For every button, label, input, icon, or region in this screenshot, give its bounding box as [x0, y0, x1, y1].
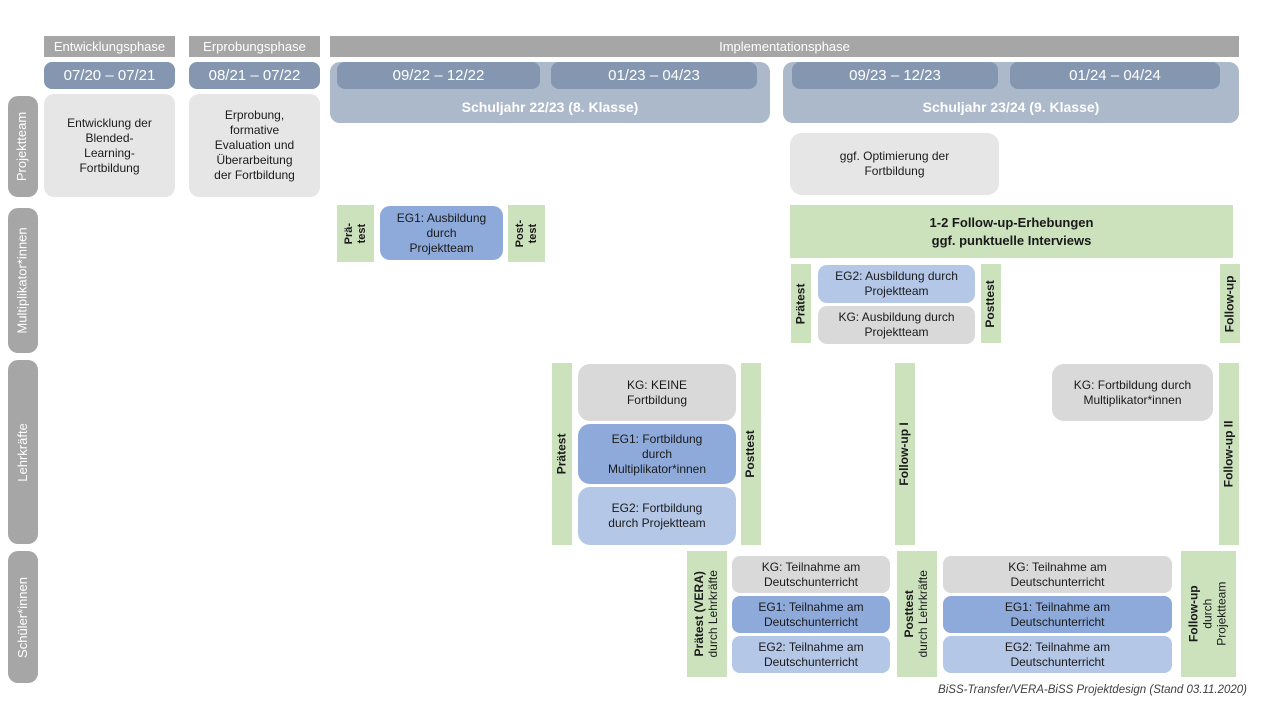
box-text: KG: Fortbildung durch Multiplikator*inne…	[1073, 377, 1192, 407]
period-bar-0124-0424: 01/24 – 04/24	[1010, 62, 1220, 89]
period-label: 08/21 – 07/22	[208, 67, 301, 84]
bar-praetest-multiplikatoren-1: Prä- test	[337, 205, 374, 262]
sidebar-row-lehrkraefte: Lehrkräfte	[8, 360, 38, 544]
box-text: KG: KEINE Fortbildung	[626, 377, 688, 407]
period-label: 01/23 – 04/23	[608, 67, 700, 84]
box-optimierung-fortbildung: ggf. Optimierung der Fortbildung	[790, 133, 999, 195]
box-kg-teilnahme-2: KG: Teilnahme am Deutschunterricht	[943, 556, 1172, 593]
box-kg-fortbildung-multiplikatoren: KG: Fortbildung durch Multiplikator*inne…	[1052, 364, 1213, 421]
box-eg2-fortbildung-projektteam: EG2: Fortbildung durch Projektteam	[578, 487, 736, 545]
box-eg2-ausbildung-projektteam: EG2: Ausbildung durch Projektteam	[818, 265, 975, 303]
box-text: KG: Teilnahme am Deutschunterricht	[761, 559, 861, 589]
period-bar-0821-0722: 08/21 – 07/22	[189, 62, 320, 89]
box-text: EG2: Teilnahme am Deutschunterricht	[758, 639, 864, 669]
period-label: 07/20 – 07/21	[63, 67, 156, 84]
box-text: KG: Teilnahme am Deutschunterricht	[1008, 559, 1107, 589]
bar-followup-schueler: Follow-up durch Projektteam	[1181, 551, 1236, 677]
box-text: EG1: Ausbildung durch Projektteam	[396, 210, 487, 255]
bar-posttest-schueler: Posttest durch Lehrkräfte	[897, 551, 937, 677]
box-kg-keine-fortbildung: KG: KEINE Fortbildung	[578, 364, 736, 421]
box-eg1-teilnahme-1: EG1: Teilnahme am Deutschunterricht	[732, 596, 890, 633]
schoolyear-label-23-24: Schuljahr 23/24 (9. Klasse)	[922, 99, 1100, 115]
bar-label: Follow-up durch Projektteam	[1186, 581, 1229, 647]
bar-label: Follow-up	[1222, 275, 1237, 332]
box-text: KG: Ausbildung durch Projektteam	[838, 310, 955, 339]
box-eg1-fortbildung-multiplikatoren: EG1: Fortbildung durch Multiplikator*inn…	[578, 424, 736, 484]
box-text: EG2: Fortbildung durch Projektteam	[608, 501, 706, 530]
sidebar-label-projektteam: Projektteam	[14, 111, 30, 182]
box-text: 1-2 Follow-up-Erhebungen ggf. punktuelle…	[929, 214, 1094, 248]
bar-posttest-multiplikatoren-2: Posttest	[981, 264, 1001, 343]
bar-label: Follow-up II	[1221, 420, 1236, 488]
bar-label: Prä- test	[342, 222, 368, 245]
phase-label-erprobung: Erprobungsphase	[203, 39, 306, 54]
bar-label: Posttest	[983, 279, 998, 328]
sidebar-row-schueler: Schüler*innen	[8, 551, 38, 683]
box-eg1-ausbildung-projektteam: EG1: Ausbildung durch Projektteam	[380, 206, 503, 260]
box-text: ggf. Optimierung der Fortbildung	[839, 149, 950, 178]
bar-label: Posttest durch Lehrkräfte	[902, 570, 931, 658]
box-eg2-teilnahme-1: EG2: Teilnahme am Deutschunterricht	[732, 636, 890, 673]
sidebar-label-lehrkraefte: Lehrkräfte	[14, 422, 30, 482]
bar-followup1-lehrkraefte: Follow-up I	[895, 363, 915, 545]
phase-bar-entwicklung: Entwicklungsphase	[44, 36, 175, 57]
box-text: Erprobung, formative Evaluation und Über…	[214, 108, 295, 182]
bar-posttest-lehrkraefte: Posttest	[741, 363, 761, 545]
sidebar-row-multiplikatoren: Multiplikator*innen	[8, 208, 38, 353]
bar-label: Follow-up I	[897, 422, 912, 486]
box-kg-ausbildung-projektteam: KG: Ausbildung durch Projektteam	[818, 306, 975, 344]
box-eg1-teilnahme-2: EG1: Teilnahme am Deutschunterricht	[943, 596, 1172, 633]
period-bar-0123-0423: 01/23 – 04/23	[551, 62, 757, 89]
sidebar-label-schueler: Schüler*innen	[14, 576, 30, 658]
phase-label-implementation: Implementationsphase	[719, 39, 850, 54]
box-entwicklung-fortbildung: Entwicklung der Blended- Learning- Fortb…	[44, 94, 175, 197]
period-bar-0720-0721: 07/20 – 07/21	[44, 62, 175, 89]
box-text: EG1: Teilnahme am Deutschunterricht	[758, 599, 864, 629]
bar-label: Prätest	[554, 433, 569, 475]
box-text: EG1: Teilnahme am Deutschunterricht	[1004, 599, 1111, 629]
bar-label: Posttest	[743, 430, 758, 478]
box-eg2-teilnahme-2: EG2: Teilnahme am Deutschunterricht	[943, 636, 1172, 673]
phase-bar-implementation: Implementationsphase	[330, 36, 1239, 57]
bar-followup-multiplikatoren: Follow-up	[1220, 264, 1240, 343]
bar-posttest-multiplikatoren-1: Post- test	[508, 205, 545, 262]
footer-caption: BiSS-Transfer/VERA-BiSS Projektdesign (S…	[938, 684, 1247, 696]
period-label: 09/22 – 12/22	[392, 67, 485, 84]
bar-praetest-lehrkraefte: Prätest	[552, 363, 572, 545]
box-text: Entwicklung der Blended- Learning- Fortb…	[67, 115, 152, 175]
sidebar-row-projektteam: Projektteam	[8, 96, 38, 197]
period-bar-0923-1223: 09/23 – 12/23	[792, 62, 998, 89]
period-label: 01/24 – 04/24	[1069, 67, 1161, 84]
phase-label-entwicklung: Entwicklungsphase	[53, 39, 166, 54]
box-erprobung-evaluation: Erprobung, formative Evaluation und Über…	[189, 94, 320, 197]
schoolyear-label-22-23: Schuljahr 22/23 (8. Klasse)	[461, 99, 639, 115]
bar-label: Prätest	[793, 283, 808, 324]
bar-praetest-multiplikatoren-2: Prätest	[791, 264, 811, 343]
period-bar-0922-1222: 09/22 – 12/22	[337, 62, 540, 89]
bar-followup2-lehrkraefte: Follow-up II	[1219, 363, 1239, 545]
box-kg-teilnahme-1: KG: Teilnahme am Deutschunterricht	[732, 556, 890, 593]
bar-praetest-vera-schueler: Prätest (VERA) durch Lehrkräfte	[687, 551, 727, 677]
box-text: EG2: Teilnahme am Deutschunterricht	[1004, 639, 1111, 669]
bar-label: Post- test	[513, 219, 539, 248]
sidebar-label-multiplikatoren: Multiplikator*innen	[14, 227, 30, 334]
box-text: EG2: Ausbildung durch Projektteam	[835, 269, 958, 298]
phase-bar-erprobung: Erprobungsphase	[189, 36, 320, 57]
box-followup-erhebungen-info: 1-2 Follow-up-Erhebungen ggf. punktuelle…	[790, 205, 1233, 258]
box-text: EG1: Fortbildung durch Multiplikator*inn…	[607, 431, 707, 476]
period-label: 09/23 – 12/23	[849, 67, 941, 84]
bar-label: Prätest (VERA) durch Lehrkräfte	[692, 570, 721, 658]
